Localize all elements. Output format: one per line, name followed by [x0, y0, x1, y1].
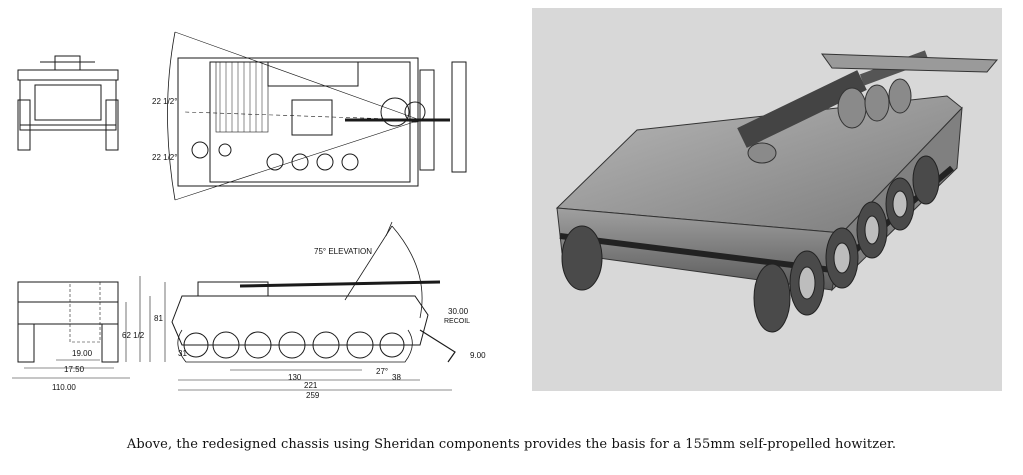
track-ground-label: 130	[288, 373, 302, 382]
track-span-label: 17.50	[64, 365, 85, 374]
engineering-drawings: 22 1/2° 22 1/2° 75° ELEVATION 30.00 RECO…	[0, 0, 520, 420]
vehicle-svg	[555, 50, 999, 333]
recoil-value: 30.00	[448, 307, 469, 316]
track-width-label: 19.00	[72, 349, 93, 358]
recoil-label: RECOIL	[444, 318, 470, 325]
overall-width-label: 110.00	[52, 383, 76, 392]
vehicle	[555, 50, 999, 333]
side-elevation-view	[149, 221, 456, 391]
spade-length-label: 38	[392, 373, 401, 382]
drawing-svg: 22 1/2° 22 1/2° 75° ELEVATION 30.00 RECO…	[12, 31, 486, 400]
overall-length-label: 259	[306, 391, 320, 400]
height-label: 81	[154, 314, 163, 323]
elevation-label: 75° ELEVATION	[314, 247, 372, 256]
spade-depth-label: 9.00	[470, 351, 486, 360]
spade-angle-label: 27°	[376, 367, 388, 376]
front-view	[12, 276, 141, 379]
vehicle-illustration	[532, 8, 1002, 391]
hull-height-label: 62 1/2	[122, 331, 145, 340]
figure-caption: Above, the redesigned chassis using Sher…	[126, 437, 897, 452]
top-plan-view	[167, 31, 467, 201]
rear-view-top	[17, 55, 119, 151]
hull-length-label: 221	[304, 381, 318, 390]
traverse-left-label: 22 1/2°	[152, 97, 177, 106]
traverse-right-label: 22 1/2°	[152, 153, 177, 162]
ground-clearance-label: 31	[178, 349, 187, 358]
